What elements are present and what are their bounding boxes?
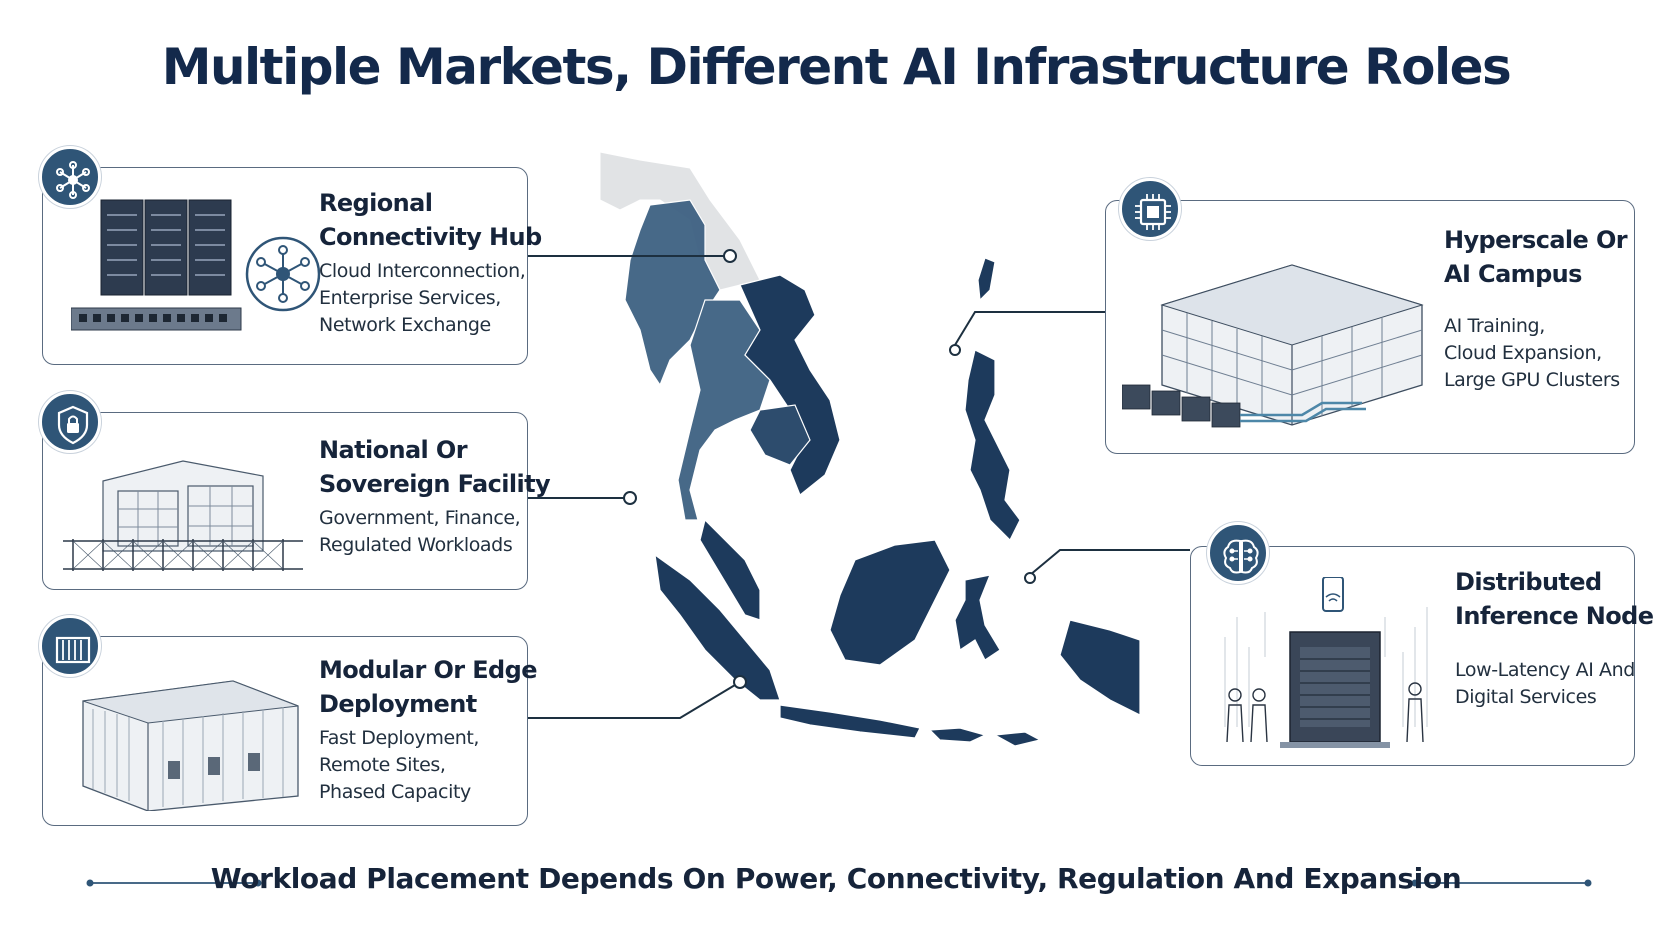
card-description: Cloud Interconnection,Enterprise Service… <box>319 260 526 336</box>
page-title: Multiple Markets, Different AI Infrastru… <box>161 38 1512 96</box>
card-description: Fast Deployment,Remote Sites,Phased Capa… <box>319 727 480 803</box>
chip-icon <box>1119 178 1181 240</box>
edge-node-illustration <box>1224 577 1428 748</box>
network-hub-icon <box>39 146 101 208</box>
container-icon <box>39 615 101 677</box>
footer-caption: Workload Placement Depends On Power, Con… <box>210 862 1462 895</box>
card-description: AI Training,Cloud Expansion,Large GPU Cl… <box>1444 315 1620 391</box>
container-illustration <box>82 680 299 811</box>
data-center-campus-illustration <box>1122 264 1424 428</box>
brain-icon <box>1207 522 1269 584</box>
government-building-illustration <box>63 460 303 571</box>
card-description: Government, Finance,Regulated Workloads <box>319 507 521 556</box>
shield-lock-icon <box>39 391 101 453</box>
server-rack-illustration <box>71 199 321 331</box>
